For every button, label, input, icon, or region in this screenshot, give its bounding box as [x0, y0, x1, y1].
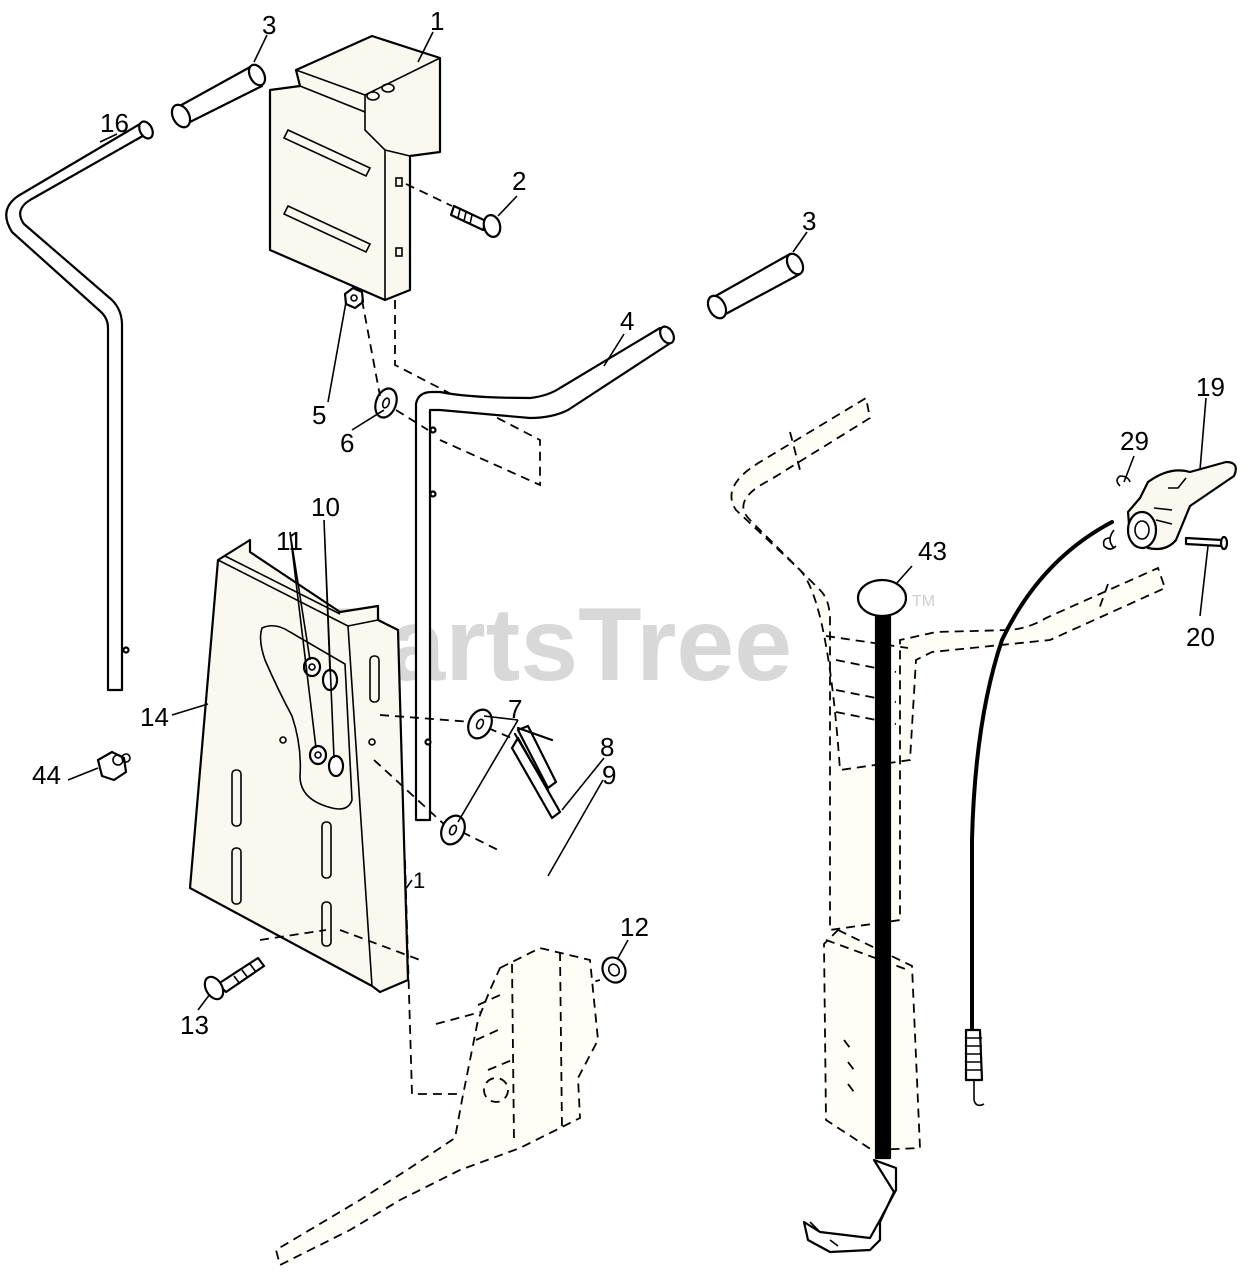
callout-8: 8 [600, 732, 614, 762]
leader-lines [67, 31, 1209, 1011]
assembly-line-nut [361, 299, 429, 431]
part-4-handle-main [414, 325, 675, 822]
part-5-nut [343, 286, 365, 310]
part-7-washers [440, 708, 493, 846]
callout-11: 11 [276, 526, 303, 556]
callout-3-lower: 3 [802, 206, 816, 236]
part-frame-lower-dashed [274, 859, 599, 1267]
callout-2: 2 [512, 166, 526, 196]
part-20-pin [1184, 535, 1229, 551]
callout-labels: 1 1 2 3 3 4 5 6 7 8 9 10 11 12 13 14 16 … [32, 6, 1225, 1040]
callout-1: 1 [430, 6, 444, 36]
callout-5: 5 [312, 400, 326, 430]
part-8-bolt-body [513, 724, 558, 792]
part-1-cover-bracket [268, 34, 442, 302]
part-12-nut [601, 956, 627, 984]
callout-12: 12 [620, 912, 649, 942]
part-16-handle-left [5, 120, 154, 692]
part-3-grip-upper [170, 63, 267, 129]
callout-14: 14 [140, 702, 169, 732]
part-2-carriage-bolt [405, 183, 502, 238]
callout-1-lower: 1 [413, 868, 425, 893]
part-19-control-lever [1126, 460, 1237, 551]
callout-7: 7 [508, 694, 522, 724]
part-29-clip [1102, 475, 1131, 550]
part-13-carriage-bolt [203, 956, 266, 1001]
callout-13: 13 [180, 1010, 209, 1040]
assembly-line-bolts [373, 714, 517, 853]
callout-44: 44 [32, 760, 61, 790]
part-44-clamp [96, 750, 131, 782]
part-cable [964, 520, 1114, 1107]
assembly-line-cover [394, 300, 541, 487]
ghost-handle-right [730, 396, 1167, 1151]
part-43-control-rod [802, 578, 908, 1254]
callout-16: 16 [100, 108, 129, 138]
callout-10: 10 [311, 492, 340, 522]
callout-20: 20 [1186, 622, 1215, 652]
callout-19: 19 [1196, 372, 1225, 402]
callout-29: 29 [1120, 426, 1149, 456]
watermark-trademark: TM [912, 593, 935, 610]
callout-9: 9 [602, 760, 616, 790]
part-11-washers [302, 656, 328, 766]
part-3-grip-lower [706, 252, 805, 320]
callout-4: 4 [620, 306, 634, 336]
callout-6: 6 [340, 428, 354, 458]
callout-3-upper: 3 [262, 10, 276, 40]
callout-43: 43 [918, 536, 947, 566]
part-14-bracket-plate [188, 538, 410, 994]
part-8-carriage-bolt [516, 726, 554, 742]
